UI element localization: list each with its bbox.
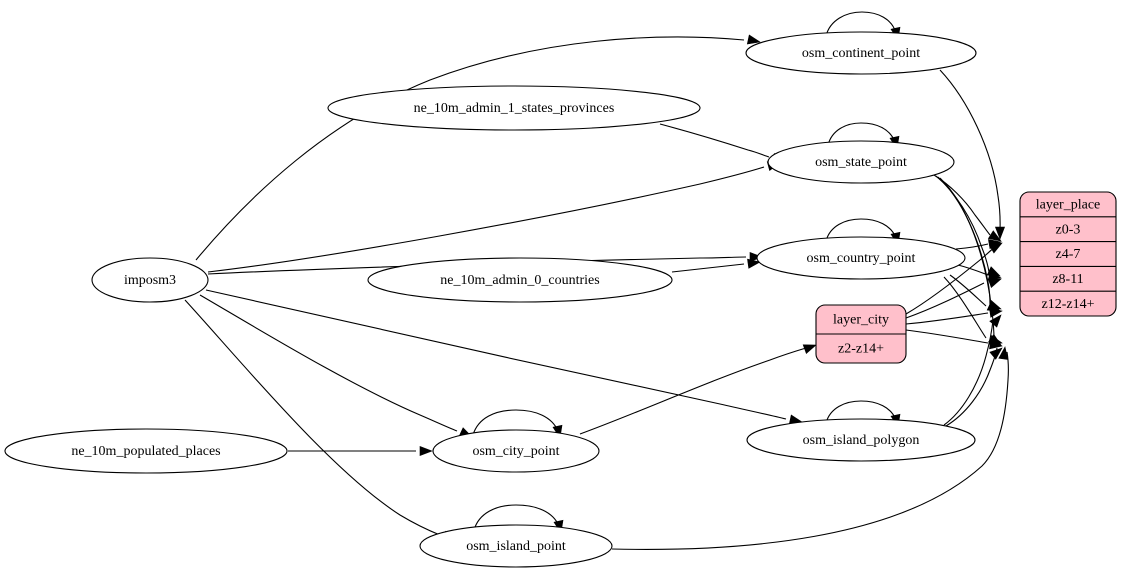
edge-line bbox=[957, 264, 989, 276]
node-osm_country_point[interactable]: osm_country_point bbox=[756, 236, 966, 280]
edge-imposm3-to-osm_city_point bbox=[199, 294, 473, 438]
edge-line bbox=[472, 409, 559, 436]
edge-line bbox=[905, 282, 985, 319]
arrow-head-icon bbox=[998, 346, 1009, 360]
edge-line bbox=[195, 36, 745, 261]
edge-osm_island_point-to-layer_place_z12_z14 bbox=[611, 346, 1009, 550]
arrow-head-icon bbox=[747, 258, 761, 269]
arrow-head-icon bbox=[802, 344, 817, 354]
edge-line bbox=[659, 123, 770, 158]
edge-layer_city-to-layer_place_z4_7 bbox=[905, 278, 1002, 319]
edge-osm_country_point-to-layer_place_z4_7 bbox=[957, 264, 1002, 281]
node-shape-ellipse bbox=[746, 418, 976, 462]
node-shape-ellipse bbox=[756, 236, 966, 280]
edge-imposm3-to-osm_island_polygon bbox=[205, 289, 803, 425]
node-osm_state_point[interactable]: osm_state_point bbox=[767, 140, 955, 184]
edge-line bbox=[939, 177, 995, 341]
node-ne_10m_admin_1_states_provinces[interactable]: ne_10m_admin_1_states_provinces bbox=[327, 85, 701, 131]
node-shape-ellipse bbox=[91, 257, 209, 303]
edge-line bbox=[205, 289, 787, 420]
edge-layer_city-to-layer_place_z12_z14 bbox=[905, 329, 1003, 350]
arrow-head-icon bbox=[746, 34, 761, 45]
edge-line bbox=[905, 246, 996, 315]
edge-line bbox=[473, 504, 560, 531]
arrow-head-icon bbox=[988, 242, 1003, 254]
node-osm_island_point[interactable]: osm_island_point bbox=[419, 524, 613, 568]
node-imposm3[interactable]: imposm3 bbox=[91, 257, 209, 303]
node-osm_continent_point[interactable]: osm_continent_point bbox=[745, 31, 977, 75]
arrow-head-icon bbox=[749, 251, 763, 263]
edge-line bbox=[579, 347, 807, 435]
record-box-background bbox=[1019, 191, 1117, 317]
edge-line bbox=[199, 294, 458, 432]
edge-line bbox=[949, 274, 987, 307]
edge-line bbox=[184, 299, 441, 536]
node-shape-ellipse bbox=[745, 31, 977, 75]
edge-ne_10m_populated_places-to-osm_city_point bbox=[288, 445, 433, 457]
edge-line bbox=[611, 351, 1009, 550]
edge-osm_continent_point-to-layer_place_z0_3 bbox=[939, 69, 1006, 240]
edge-imposm3-to-osm_state_point bbox=[207, 161, 781, 273]
node-shape-ellipse bbox=[327, 85, 701, 131]
arrow-head-icon bbox=[419, 445, 433, 457]
node-ne_10m_admin_0_countries[interactable]: ne_10m_admin_0_countries bbox=[367, 257, 673, 303]
node-shape-ellipse bbox=[767, 140, 955, 184]
edge-osm_state_point-to-layer_place_z0_3 bbox=[933, 174, 1002, 242]
node-osm_city_point[interactable]: osm_city_point bbox=[432, 429, 600, 473]
edge-ne_10m_admin_1_states_provinces-to-osm_state_point bbox=[659, 123, 785, 163]
arrow-head-icon bbox=[987, 278, 1002, 288]
node-ne_10m_populated_places[interactable]: ne_10m_populated_places bbox=[4, 428, 288, 474]
edge-line bbox=[825, 218, 897, 242]
edge-osm_city_point-to-layer_city bbox=[579, 344, 817, 435]
node-shape-ellipse bbox=[4, 428, 288, 474]
edge-osm_island_polygon-to-layer_place_z12_z14 bbox=[945, 347, 1003, 427]
arrow-head-icon bbox=[989, 339, 1003, 350]
nodes-layer: imposm3 ne_10m_admin_1_states_provincesne… bbox=[4, 31, 977, 568]
edge-line bbox=[955, 243, 989, 250]
edge-line bbox=[933, 174, 991, 236]
edge-osm_island_polygon-to-layer_place_z8_11 bbox=[943, 314, 1002, 426]
edge-ne_10m_admin_0_countries-to-osm_country_point bbox=[671, 258, 761, 273]
edge-layer_city-to-layer_place_z0_3 bbox=[905, 242, 1003, 315]
edge-line bbox=[671, 263, 745, 273]
edge-layer_city-to-layer_place_z8_11 bbox=[905, 307, 1003, 325]
edge-line bbox=[943, 276, 987, 339]
edge-line bbox=[943, 319, 994, 426]
edge-line bbox=[945, 347, 998, 427]
edge-imposm3-to-osm_continent_point bbox=[195, 34, 761, 261]
edge-line bbox=[825, 400, 897, 424]
arrow-head-icon bbox=[989, 347, 1003, 360]
arrow-head-icon bbox=[987, 230, 1002, 242]
node-shape-ellipse bbox=[419, 524, 613, 568]
arrow-head-icon bbox=[989, 307, 1003, 318]
arrow-head-icon bbox=[994, 226, 1006, 240]
edge-line bbox=[939, 69, 1001, 234]
edge-line bbox=[207, 166, 765, 273]
node-shape-ellipse bbox=[367, 257, 673, 303]
edge-line bbox=[905, 312, 989, 325]
arrow-head-icon bbox=[989, 314, 1002, 328]
edge-line bbox=[825, 11, 897, 37]
node-shape-ellipse bbox=[432, 429, 600, 473]
node-osm_island_polygon[interactable]: osm_island_polygon bbox=[746, 418, 976, 462]
edge-line bbox=[905, 329, 989, 344]
edge-line bbox=[827, 122, 896, 146]
